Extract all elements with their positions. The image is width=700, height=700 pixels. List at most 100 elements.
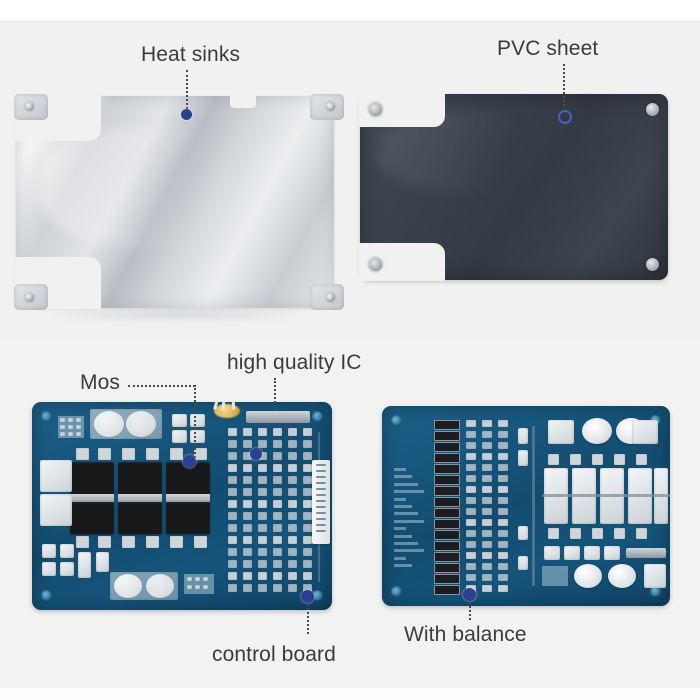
pad — [592, 528, 603, 539]
silkscreen-line — [394, 512, 418, 516]
smd-component — [482, 519, 492, 526]
smd-component — [273, 476, 282, 484]
smd-component — [288, 428, 297, 436]
balance-resistor — [434, 475, 460, 485]
pad — [194, 536, 207, 548]
smd-component — [303, 488, 312, 496]
background-band-footer — [0, 688, 700, 700]
pvc-sheet-panel — [359, 93, 668, 281]
smd-component — [498, 442, 508, 449]
callout-label-heat-sinks: Heat sinks — [141, 43, 241, 66]
pad — [195, 585, 200, 589]
smd-component — [273, 512, 282, 520]
smd-component — [498, 541, 508, 548]
smd-component-field — [466, 420, 510, 596]
pad — [60, 418, 65, 422]
balance-resistor — [434, 552, 460, 562]
callout-label-mos: Mos — [80, 371, 120, 394]
pcb-hole-top-left — [391, 415, 402, 426]
smd-component — [466, 563, 476, 570]
balance-resistor — [434, 541, 460, 551]
smd-component — [482, 464, 492, 471]
smd-component — [482, 420, 492, 427]
pcb-hole-bottom-right — [650, 586, 661, 597]
smd-component — [228, 524, 237, 532]
leader-line-mos-horizontal — [128, 385, 195, 387]
smd-component-field — [228, 428, 316, 594]
smd-component — [273, 560, 282, 568]
capacitor — [518, 428, 528, 444]
smd-component — [228, 584, 237, 592]
pad — [122, 448, 135, 460]
smd-component — [498, 420, 508, 427]
terminal-pad-surround — [90, 409, 162, 439]
balance-resistor — [434, 508, 460, 518]
mosfet — [70, 462, 114, 494]
balance-resistor-column — [434, 420, 462, 596]
smd-component — [303, 572, 312, 580]
smd-component — [273, 572, 282, 580]
pad — [194, 448, 207, 460]
smd-component — [303, 452, 312, 460]
smd-component — [303, 476, 312, 484]
pad — [203, 585, 208, 589]
smd-component — [258, 452, 267, 460]
smd-component — [303, 584, 312, 592]
leader-line-pvc-sheet — [563, 64, 565, 106]
smd-component — [258, 464, 267, 472]
capacitor — [544, 546, 560, 560]
smd-component — [258, 524, 267, 532]
capacitor — [518, 526, 528, 540]
smd-component — [288, 476, 297, 484]
smd-component — [498, 574, 508, 581]
heat-sink-screw-bottom-right — [326, 293, 335, 302]
balance-resistor — [434, 585, 460, 595]
pad — [76, 432, 81, 436]
smd-component — [466, 431, 476, 438]
smd-component — [498, 486, 508, 493]
silkscreen-line — [394, 556, 406, 560]
smd-component — [288, 560, 297, 568]
silkscreen-line — [394, 564, 412, 568]
callout-label-pvc-sheet: PVC sheet — [497, 37, 599, 60]
pcb-hole-bottom-left — [41, 590, 52, 601]
smd-component — [273, 524, 282, 532]
smd-component — [498, 585, 508, 592]
smd-component — [228, 500, 237, 508]
pad — [636, 528, 647, 539]
pvc-sheet-screw-bottom-left — [369, 258, 382, 271]
silkscreen-line — [394, 490, 424, 494]
callout-label-high-quality-ic: high quality IC — [227, 351, 362, 374]
connector-pin — [316, 518, 326, 520]
smd-component — [243, 584, 252, 592]
silkscreen-line — [394, 505, 412, 508]
balance-resistor — [434, 431, 460, 441]
pad — [98, 448, 111, 460]
terminal-pad-4 — [608, 564, 636, 588]
smd-component — [466, 541, 476, 548]
smd-component — [288, 548, 297, 556]
mosfet — [118, 502, 162, 534]
smd-component — [466, 453, 476, 460]
pad — [60, 432, 65, 436]
smd-component — [482, 497, 492, 504]
smd-component — [288, 452, 297, 460]
smd-component — [228, 464, 237, 472]
bms-board-balance — [382, 406, 670, 606]
balance-resistor — [434, 420, 460, 430]
capacitor — [60, 562, 74, 576]
pad — [98, 536, 111, 548]
smd-component — [498, 464, 508, 471]
heat-sink-screw-top-left — [25, 102, 34, 111]
mosfet-tab — [118, 494, 162, 502]
ic-chip — [626, 548, 666, 558]
smd-component — [498, 563, 508, 570]
solder-pad-grid-bottom — [542, 566, 568, 586]
solder-pad-grid-top — [548, 420, 574, 444]
smd-component — [482, 442, 492, 449]
smd-component — [243, 488, 252, 496]
capacitor — [190, 414, 205, 427]
capacitor — [42, 544, 56, 558]
heat-sink-plate — [14, 94, 344, 322]
